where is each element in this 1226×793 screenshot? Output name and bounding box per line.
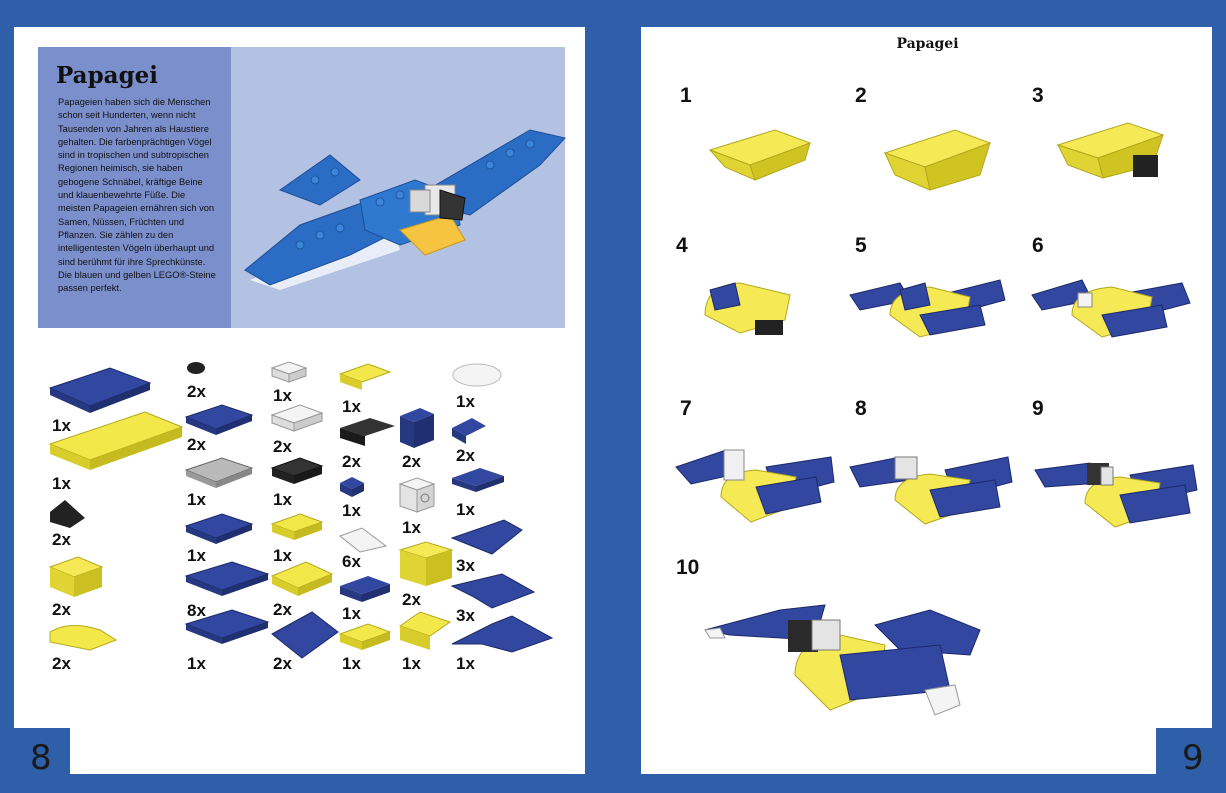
- part-qty: 2x: [52, 654, 71, 673]
- part-yellow-plate-2: [270, 561, 334, 596]
- step-number: 10: [676, 556, 700, 579]
- part-qty: 1x: [402, 654, 421, 673]
- part-blue-1x1: [340, 477, 364, 497]
- part-qty: 1x: [187, 490, 206, 509]
- part-qty: 3x: [456, 556, 475, 575]
- part-white-tooth: [338, 527, 388, 553]
- step-3-illustration: [1056, 122, 1165, 179]
- header-title: Papagei: [896, 36, 959, 52]
- part-yellow-clip: [338, 363, 392, 390]
- step-number: 9: [1032, 397, 1044, 420]
- intro-text: Papageien haben sich die Menschen schon …: [58, 97, 216, 294]
- part-round-black: [187, 362, 205, 374]
- part-plate-grey: [184, 457, 254, 488]
- step-number: 2: [855, 84, 867, 107]
- part-qty: 1x: [342, 604, 361, 623]
- part-white-tile: [270, 404, 324, 432]
- part-blue-wedge: [271, 611, 339, 659]
- part-qty: 1x: [456, 500, 475, 519]
- part-qty: 1x: [402, 518, 421, 537]
- part-qty: 2x: [273, 654, 292, 673]
- part-white-round-plate: [452, 363, 502, 387]
- part-qty: 1x: [52, 474, 71, 493]
- part-qty: 2x: [273, 600, 292, 619]
- part-yellow-handle: [398, 611, 452, 650]
- part-qty: 3x: [456, 606, 475, 625]
- part-blue-clip-small: [452, 418, 486, 444]
- part-plate-blue-3: [184, 561, 270, 596]
- part-yellow-block: [48, 556, 104, 597]
- part-qty: 2x: [402, 590, 421, 609]
- part-qty: 2x: [273, 437, 292, 456]
- step-number: 5: [855, 234, 867, 257]
- part-qty: 1x: [273, 490, 292, 509]
- part-blue-plate-small: [340, 576, 390, 602]
- step-5-illustration: [849, 279, 1006, 338]
- part-yellow-plate-3: [338, 623, 392, 650]
- step-number: 7: [680, 397, 692, 420]
- step-number: 8: [855, 397, 867, 420]
- part-qty: 1x: [52, 416, 71, 435]
- page-number-left: 8: [30, 738, 52, 778]
- part-qty: 2x: [187, 382, 206, 401]
- step-number: 6: [1032, 234, 1044, 257]
- part-qty: 1x: [187, 654, 206, 673]
- part-qty: 1x: [342, 501, 361, 520]
- part-qty: 1x: [273, 546, 292, 565]
- part-qty: 1x: [342, 654, 361, 673]
- part-qty: 1x: [456, 654, 475, 673]
- step-8-illustration: [849, 456, 1013, 525]
- part-yellow-2x2-brick: [398, 541, 454, 586]
- part-qty: 1x: [273, 386, 292, 405]
- part-brick-2: [48, 411, 184, 470]
- intro-box: [38, 47, 231, 328]
- part-qty: 1x: [342, 397, 361, 416]
- part-blue-wedge-plate-2: [450, 573, 536, 609]
- part-qty: 1x: [187, 546, 206, 565]
- hero-parrot-image: [244, 129, 566, 290]
- step-7-illustration: [675, 449, 835, 523]
- page-number-box-left: [14, 728, 70, 774]
- part-black-clip: [340, 418, 395, 446]
- part-plate-blue-1: [184, 404, 254, 435]
- part-white-1x1: [270, 361, 308, 383]
- step-number: 1: [680, 84, 692, 107]
- part-yellow-plate-1: [270, 513, 324, 540]
- step-number: 4: [676, 234, 688, 257]
- step-2-illustration: [883, 129, 992, 191]
- part-blue-wedge-plate-3: [451, 615, 554, 653]
- step-4-illustration: [704, 282, 791, 335]
- part-slope-black: [50, 500, 85, 528]
- part-black-plate: [270, 457, 324, 484]
- step-6-illustration: [1031, 279, 1191, 338]
- part-qty: 1x: [456, 392, 475, 411]
- part-qty: 8x: [187, 601, 206, 620]
- part-plate-blue-2: [184, 513, 254, 544]
- part-qty: 2x: [52, 600, 71, 619]
- step-number: 3: [1032, 84, 1044, 107]
- part-qty: 2x: [402, 452, 421, 471]
- part-qty: 6x: [342, 552, 361, 571]
- part-yellow-curved: [49, 625, 118, 651]
- part-brick-1: [48, 367, 152, 413]
- part-blue-bracket: [400, 408, 434, 448]
- part-qty: 2x: [456, 446, 475, 465]
- step-1-illustration: [708, 129, 812, 181]
- step-9-illustration: [1034, 462, 1198, 528]
- step-10-illustration: [704, 604, 981, 716]
- page-number-box-right: [1156, 728, 1212, 774]
- part-qty: 2x: [342, 452, 361, 471]
- page-number-right: 9: [1182, 738, 1204, 778]
- part-white-headlight: [398, 477, 436, 513]
- part-plate-blue-4: [184, 609, 270, 644]
- part-qty: 2x: [187, 435, 206, 454]
- part-qty: 2x: [52, 530, 71, 549]
- part-blue-wedge-plate-1: [450, 519, 523, 555]
- page-title: Papagei: [56, 62, 159, 89]
- part-blue-tile: [452, 468, 504, 492]
